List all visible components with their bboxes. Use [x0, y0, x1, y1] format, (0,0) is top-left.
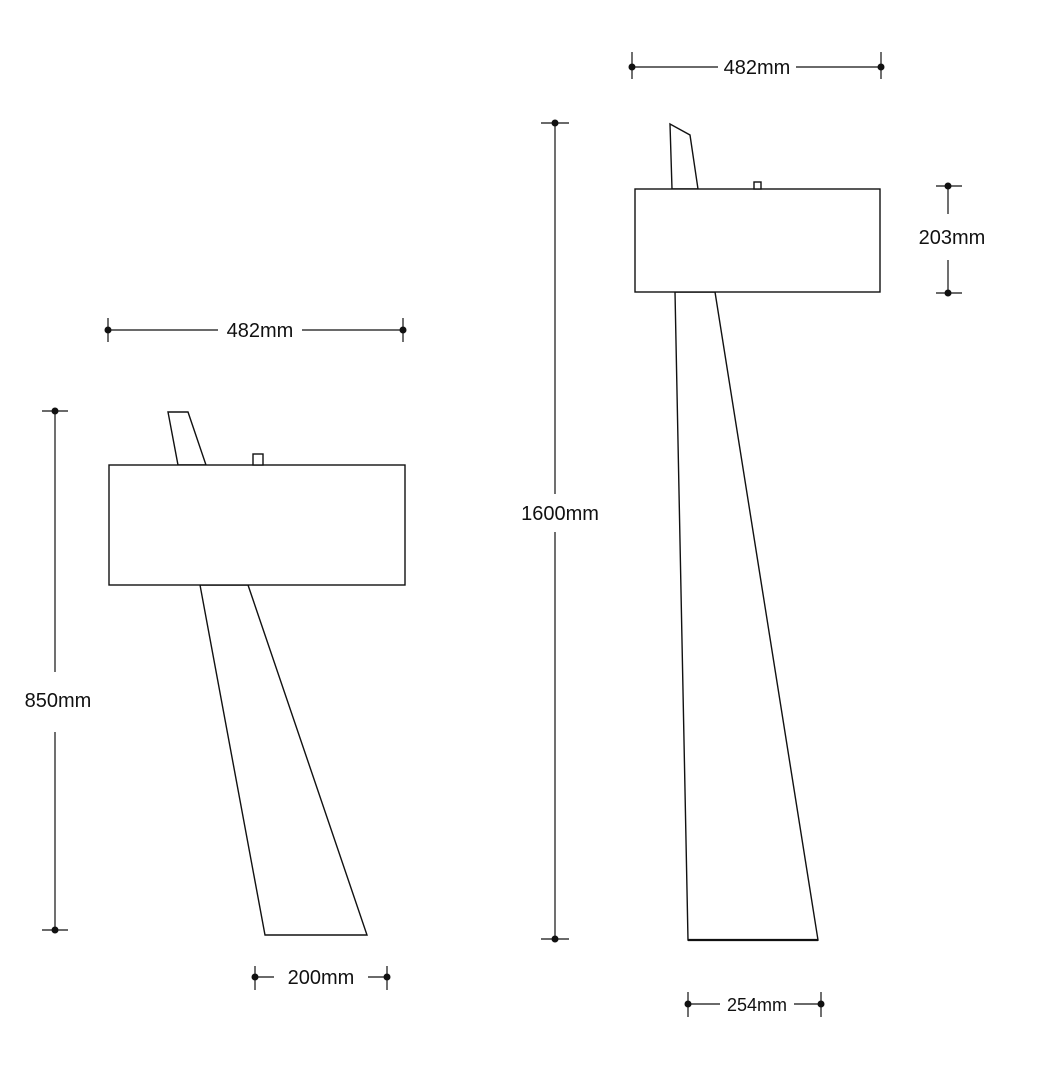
floor-lamp-height-label: 1600mm [521, 503, 599, 525]
floor-lamp-neck [669, 122, 699, 190]
table-lamp-width-dimension: 482mm [104, 318, 407, 342]
table-lamp-height-label: 850mm [25, 690, 92, 712]
floor-lamp-shade-height-dimension: 203mm [919, 182, 986, 297]
table-lamp-width-label: 482mm [227, 320, 294, 342]
table-lamp-shade [108, 464, 406, 586]
table-lamp-base-label: 200mm [288, 967, 355, 989]
floor-lamp-shade [634, 188, 881, 293]
floor-lamp-width-label: 482mm [724, 57, 791, 79]
floor-lamp-height-dimension: 1600mm [521, 119, 599, 943]
table-lamp-height-dimension: 850mm [25, 407, 92, 934]
floor-lamp-base-label: 254mm [727, 995, 787, 1015]
floor-lamp-shade-height-label: 203mm [919, 227, 986, 249]
table-lamp [108, 411, 406, 936]
table-lamp-base-dimension: 200mm [251, 966, 391, 990]
floor-lamp-width-dimension: 482mm [628, 52, 885, 79]
floor-lamp-body [674, 291, 819, 941]
table-lamp-neck [167, 411, 207, 466]
table-lamp-body [199, 584, 368, 936]
floor-lamp-knob [753, 181, 762, 190]
table-lamp-knob [252, 453, 264, 466]
floor-lamp-base-dimension: 254mm [684, 992, 825, 1017]
floor-lamp [634, 122, 881, 942]
